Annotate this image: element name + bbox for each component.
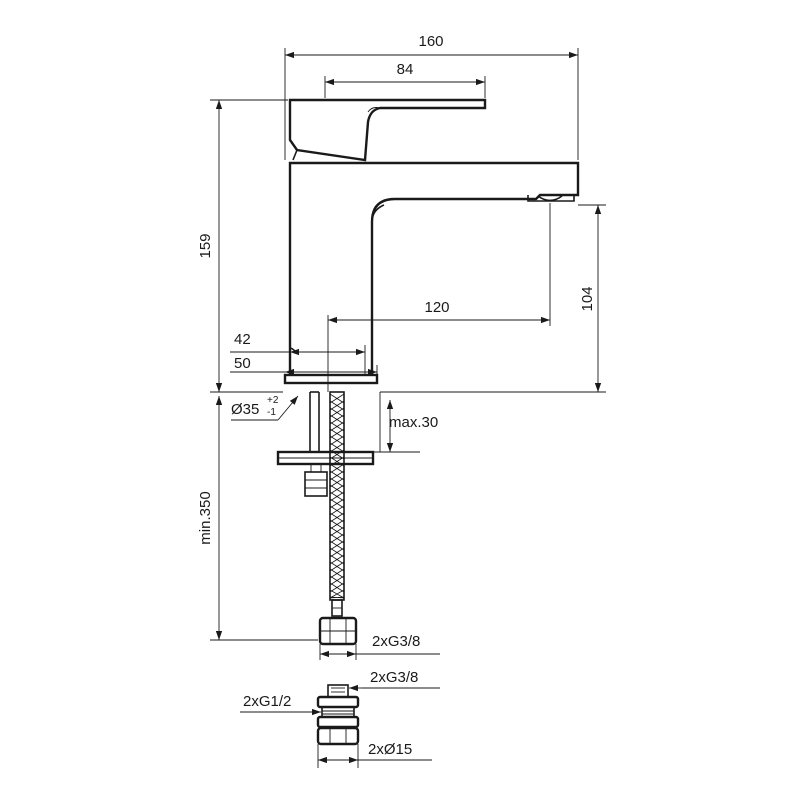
dim-height: 159 (197, 233, 214, 258)
dim-hole-tol-minus: -1 (267, 407, 276, 418)
faucet-body (288, 161, 580, 375)
dim-lever-width: 84 (397, 61, 414, 78)
adapter-fitting (316, 684, 360, 746)
dim-max-thickness: max.30 (389, 414, 438, 431)
label-hose-end-thread: 2xG3/8 (372, 633, 420, 650)
label-valve-inlet-thread: 2xG3/8 (370, 669, 418, 686)
clamp-plate (276, 450, 375, 466)
dim-hole-tol-plus: +2 (267, 395, 279, 406)
lever-handle (288, 98, 487, 162)
base-plate (283, 347, 379, 385)
hose-end-nut (318, 599, 358, 646)
braided-hose (329, 391, 345, 601)
dimension-lines (210, 48, 606, 768)
dim-hole-diameter: Ø35 (231, 401, 259, 418)
label-valve-outlet-thread: 2xG1/2 (243, 693, 291, 710)
label-compression-fitting: 2xØ15 (368, 741, 412, 758)
dim-base-42: 42 (234, 331, 251, 348)
dim-hose-length: min.350 (197, 491, 214, 544)
fixing-nut (304, 464, 328, 497)
dim-spout-reach: 120 (424, 299, 449, 316)
dim-total-width: 160 (418, 33, 443, 50)
dim-spout-height: 104 (579, 286, 596, 311)
dim-base-50: 50 (234, 355, 251, 372)
mounting-shank (309, 391, 320, 452)
